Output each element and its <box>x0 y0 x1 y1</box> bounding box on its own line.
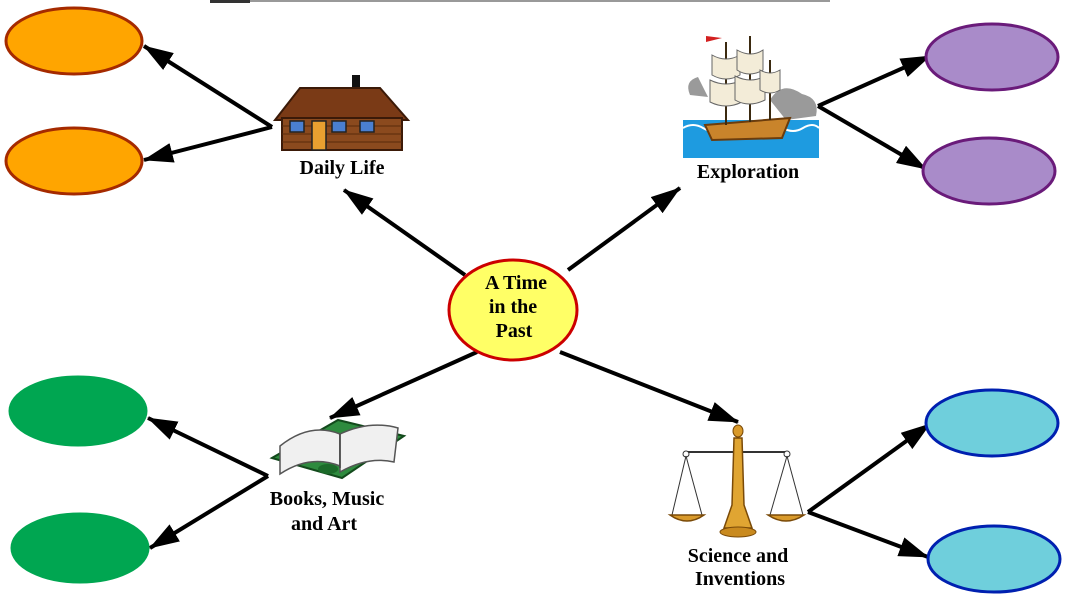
arrow-science-to-oval-1 <box>806 422 932 514</box>
exploration-oval-2 <box>921 136 1057 206</box>
topic-daily-life: Daily Life <box>4 6 411 196</box>
arrow-exploration-to-oval-2 <box>816 104 928 171</box>
arrow-center-to-science <box>559 350 739 424</box>
arrow-center-to-exploration <box>566 186 682 272</box>
open-book-icon <box>269 418 407 480</box>
exploration-label: Exploration <box>697 161 799 183</box>
center-ellipse <box>447 258 579 362</box>
arrow-exploration-to-oval-1 <box>817 54 931 108</box>
books-label-line-2: and Art <box>291 513 357 535</box>
daily-life-oval-1 <box>4 6 144 76</box>
science-oval-2 <box>926 524 1062 594</box>
arrow-center-to-books <box>329 350 478 420</box>
top-border-tab <box>210 0 250 3</box>
books-oval-1 <box>8 375 148 447</box>
arrow-science-to-oval-2 <box>807 510 929 559</box>
books-oval-2 <box>10 512 150 584</box>
topic-exploration: Exploration <box>682 22 1060 206</box>
science-label-line-1: Science and <box>688 545 789 567</box>
house-icon <box>272 75 411 151</box>
arrow-daily-life-to-oval-2 <box>143 125 273 163</box>
connector-arrows <box>142 44 932 559</box>
books-label-line-1: Books, Music <box>270 488 385 510</box>
arrow-books-to-oval-2 <box>148 474 270 550</box>
daily-life-label: Daily Life <box>300 157 385 179</box>
arrow-daily-life-to-oval-1 <box>142 44 274 129</box>
arrow-books-to-oval-1 <box>147 416 269 478</box>
exploration-oval-1 <box>924 22 1060 92</box>
center-label-line-1: A Time <box>485 272 547 294</box>
topic-books: Books, Music and Art <box>8 375 407 584</box>
center-label-line-3: Past <box>496 320 533 342</box>
science-label-line-2: Inventions <box>695 568 785 590</box>
topic-science: Science and Inventions <box>667 388 1062 594</box>
balance-scale-icon <box>667 424 807 538</box>
science-oval-1 <box>924 388 1060 458</box>
sailing-ship-icon <box>682 36 820 158</box>
center-label-line-2: in the <box>489 296 537 318</box>
arrow-center-to-daily-life <box>342 188 467 277</box>
center-node: A Time in the Past <box>447 258 579 362</box>
daily-life-oval-2 <box>4 126 144 196</box>
